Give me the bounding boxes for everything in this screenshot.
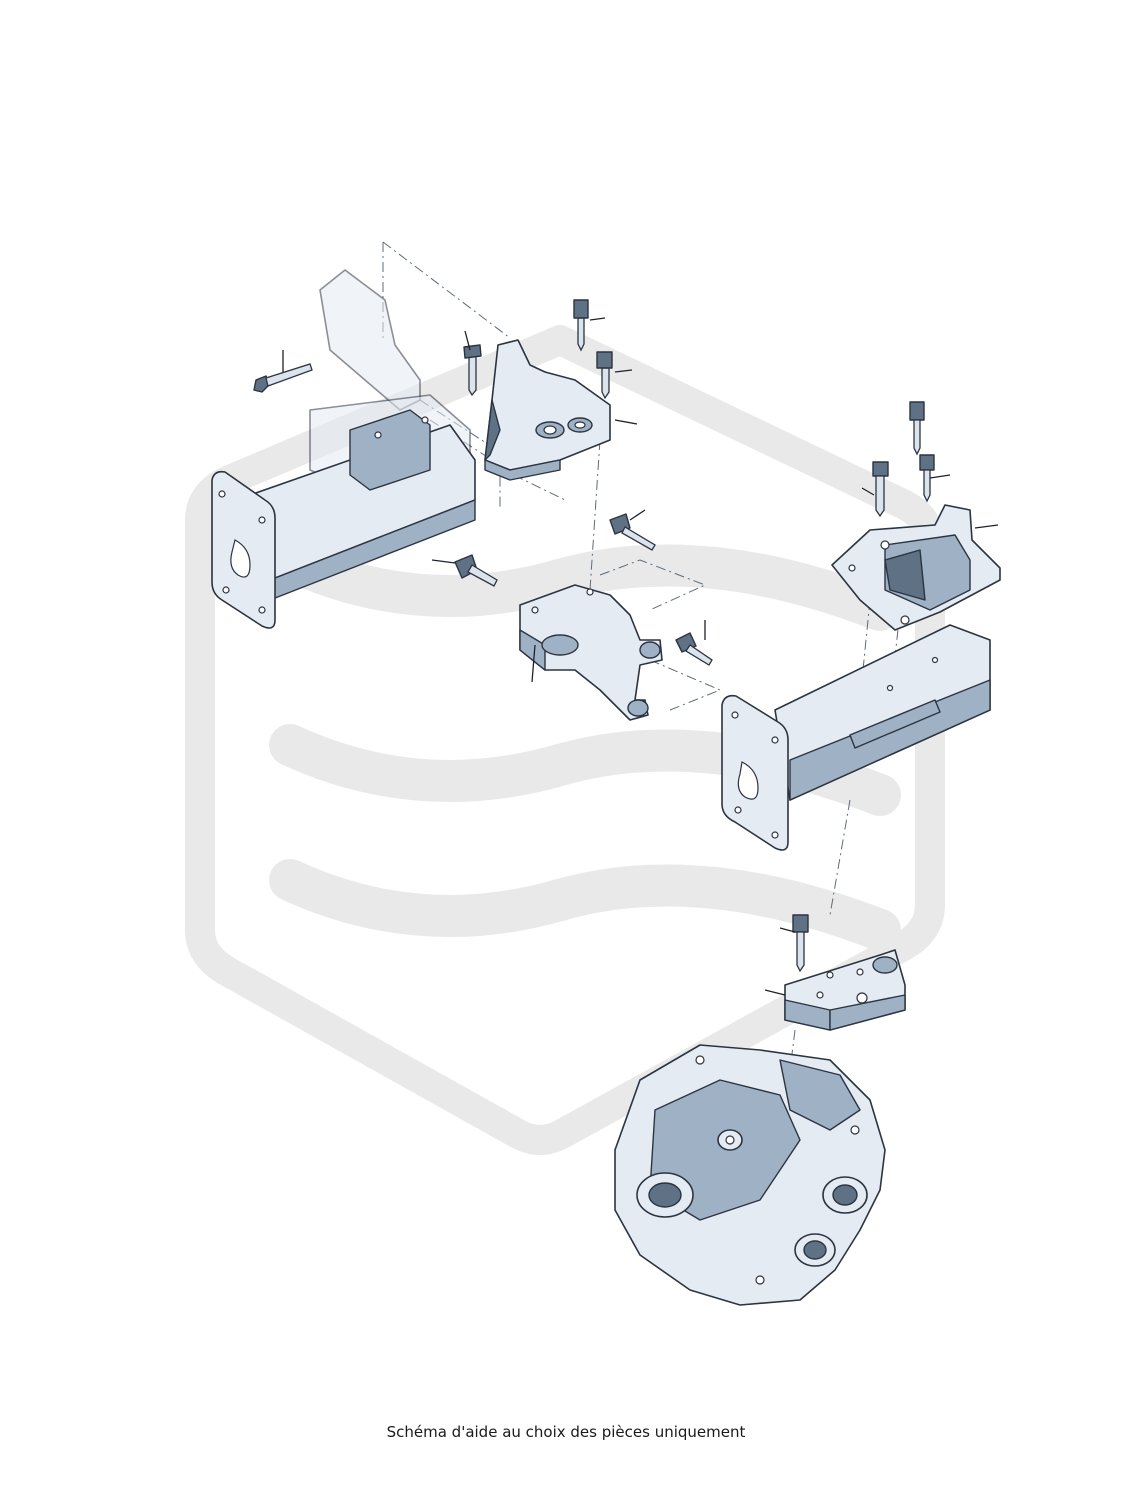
left-bolt — [253, 363, 313, 393]
bolts-upper-right — [872, 401, 935, 518]
gearbox — [614, 1044, 886, 1306]
callout-leaders — [282, 317, 999, 996]
left-side-member — [211, 269, 476, 629]
gearbox-mount-upper-right — [831, 504, 1001, 631]
bolts-pendulum — [454, 513, 713, 666]
gearbox-bracket — [784, 949, 906, 1031]
bolts-upper-left — [463, 299, 613, 400]
bracket-bolt — [792, 914, 809, 973]
pendulum-support — [519, 584, 663, 721]
right-side-member — [721, 624, 991, 851]
diagram-caption: Schéma d'aide au choix des pièces unique… — [386, 1423, 746, 1441]
engine-mount-upper-left — [484, 339, 611, 481]
